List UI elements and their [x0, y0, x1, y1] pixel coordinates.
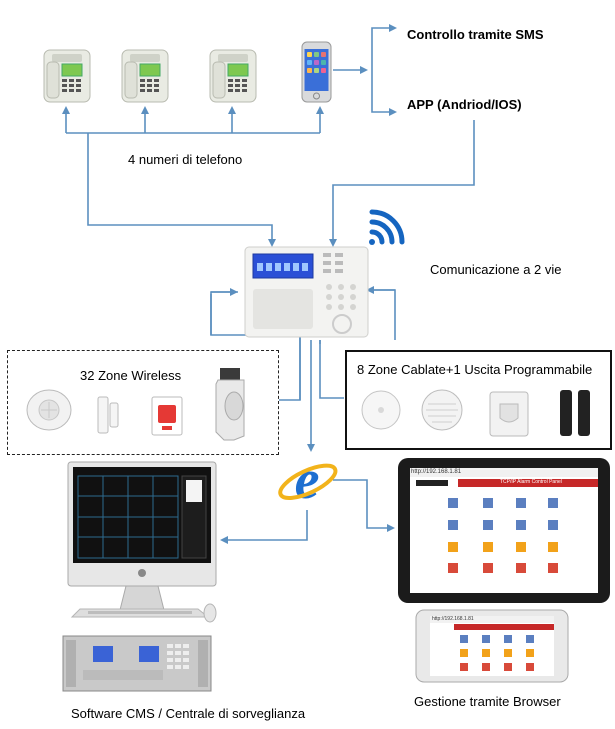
tablet-url-text: http://192.168.1.81	[411, 469, 462, 475]
outdoor-siren-icon	[215, 368, 245, 441]
phone-device	[415, 609, 569, 683]
phone-url-text: http://192.168.1.81	[432, 616, 474, 622]
sms-control-label: Controllo tramite SMS	[407, 27, 544, 42]
two-way-comm-label: Comunicazione a 2 vie	[430, 262, 562, 277]
cms-receiver-rack	[62, 635, 212, 692]
desk-phone-1	[43, 49, 91, 103]
door-contact-icon	[97, 396, 119, 434]
computer-monitor	[67, 461, 217, 611]
cms-software-label: Software CMS / Centrale di sorveglianza	[71, 706, 306, 721]
alarm-panel	[244, 246, 369, 338]
smartphone-icon	[301, 41, 332, 103]
tablet-device	[398, 458, 610, 603]
app-control-label: APP (Andriod/IOS)	[407, 97, 522, 112]
mouse	[203, 603, 217, 623]
panic-button-icon	[151, 396, 183, 436]
wired-zones-label: 8 Zone Cablate+1 Uscita Programmabile	[357, 362, 593, 377]
tablet-header-text: TCP/IP Alarm Control Panel	[500, 479, 562, 485]
svg-text:e: e	[295, 449, 320, 511]
wifi-icon	[369, 209, 405, 245]
indoor-siren-icon	[421, 389, 463, 431]
keyboard	[70, 608, 210, 618]
beam-sensor-icon	[560, 390, 590, 436]
desk-phone-2	[121, 49, 169, 103]
browser-management-label: Gestione tramite Browser	[414, 694, 561, 709]
pir-sensor-icon	[489, 391, 529, 437]
ceiling-detector-icon	[361, 390, 401, 430]
smoke-detector-icon	[26, 389, 72, 431]
connector-lines	[62, 24, 475, 544]
desk-phone-3	[209, 49, 257, 103]
phone-numbers-label: 4 numeri di telefono	[128, 152, 243, 167]
internet-explorer-icon: e	[278, 449, 338, 511]
wireless-zones-label: 32 Zone Wireless	[80, 368, 182, 383]
